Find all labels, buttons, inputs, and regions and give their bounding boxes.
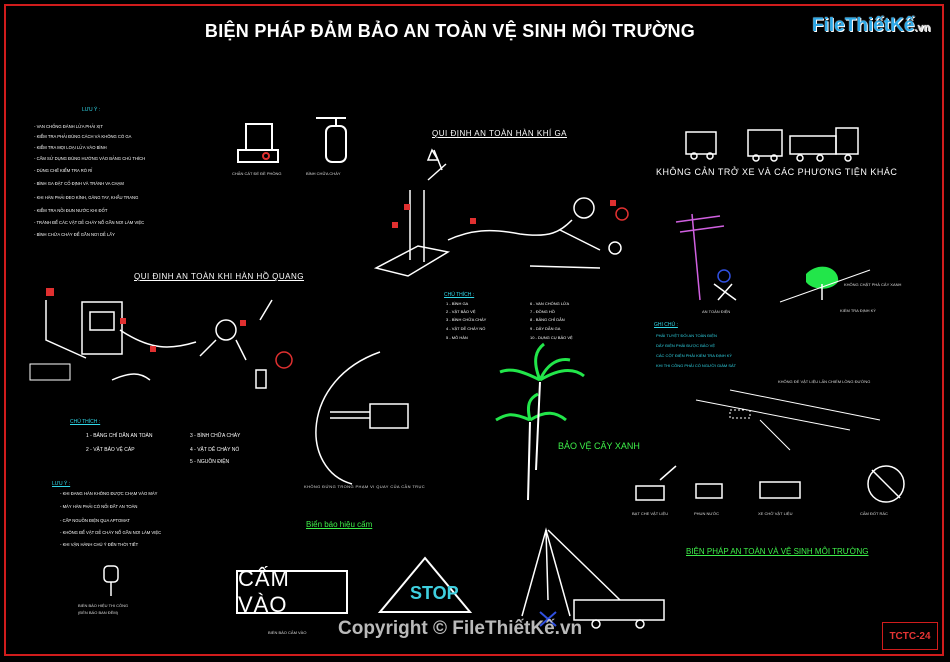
heading-welding-gas: QUI ĐỊNH AN TOÀN HÀN KHÍ GA [432,129,568,138]
legend-item: 7 - ĐỒNG HỒ [530,309,555,314]
list-item: BÌNH CHỮA CHÁY ĐỂ GẦN NƠI DỄ LẤY [34,232,115,237]
sand-bucket-icon [237,123,279,163]
list-item: CẤP NGUỒN ĐIỆN QUA APTOMAT [60,518,130,523]
legend-item: 3 - BÌNH CHỮA CHÁY [190,433,241,439]
list-item: VAN CHỐNG ĐÁNH LỬA PHẢI XỊT [34,124,103,129]
stop-sign-text: STOP [410,583,459,603]
legend-item: 6 - VAN CHỐNG LỬA [530,301,570,306]
arc-sign-box [29,363,71,381]
notes-top-header: LƯU Ý : [82,107,101,113]
stop-sign-triangle [377,556,473,613]
logo-text: FileThiếtKế [812,15,915,36]
env-icons [635,465,905,503]
crane-top-icon [330,403,409,429]
vehicles-icon [685,127,859,162]
palm-tree-icon [495,342,585,422]
traffic-lamp-icon [103,565,119,596]
legend-item: 9 - DÂY DẪN GA [530,326,561,331]
list-item: DÙNG CHẾ KIỂM TRA RÒ RỈ [34,168,93,173]
list-item: KHÔNG ĐỂ VẬT DỄ CHÁY NỔ GẦN NƠI LÀM VIỆC [60,530,162,535]
list-item: PHẢI TUYỆT ĐỐI AN TOÀN ĐIỆN [656,333,717,338]
legend-item: 8 - BẢNG CHỈ DẪN [530,317,565,322]
list-item: KIỂM TRA NỒI ĐUN NƯỚC KHI ĐỐT [34,208,108,213]
palm-trunk [527,381,541,501]
crane-truck-icon [521,527,665,629]
caption-crane-radius: KHÔNG ĐỨNG TRONG PHẠM VI QUAY CỦA CẦN TR… [304,484,426,489]
list-item: TRÁNH ĐỂ CÁC VẬT DỄ CHÁY NỔ GẦN NƠI LÀM … [34,220,144,225]
list-item: BÌNH GA ĐẶT CỐ ĐỊNH VÀ TRÁNH VA CHẠM [34,181,124,186]
caption-lamp-sub: (ĐÈN BÁO BAN ĐÊM) [78,610,119,615]
legend-item: 4 - VẬT DỄ CHÁY NỔ [190,447,240,453]
ghi-chu-header: GHI CHÚ : [654,322,678,328]
legend-item: 2 - VẬT BẢO VỆ [446,309,476,314]
caption-no-entry: BIỂN BÁO CẤM VÀO [268,630,307,635]
heading-env-measures: BIỆN PHÁP AN TOÀN VÀ VỆ SINH MÔI TRƯỜNG [686,547,869,556]
legend-item: 3 - BÌNH CHỮA CHÁY [446,317,487,322]
drawing-code: TCTC-24 [882,622,938,650]
list-item: KHI VẬN HÀNH CHÚ Ý ĐẾN THỜI TIẾT [60,542,139,547]
legend-2-header: CHÚ THÍCH : [444,292,475,298]
legend-item: 5 - NGUỒN ĐIỆN [190,459,230,465]
caption-tree-1: KHÔNG CHẶT PHÁ CÂY XANH [844,282,902,287]
heading-warning-signs: Biển báo hiệu cấm [306,520,373,529]
caption-env-icon: PHUN NƯỚC [694,511,720,516]
legend-1-header: CHÚ THÍCH : [70,419,101,425]
drawing-title: BIỆN PHÁP ĐẢM BẢO AN TOÀN VỆ SINH MÔI TR… [204,21,696,41]
worker-icon [713,269,737,301]
list-item: KIỂM TRA PHẢI ĐÚNG CÁCH VÀ KHÔNG CÓ GA [34,134,132,139]
legend-item: 10 - DỤNG CỤ BẢO VỆ [530,335,573,340]
list-item: DÂY ĐIỆN PHẢI ĐƯỢC BẢO VỆ [656,343,716,348]
copyright-watermark: Copyright © FileThiếtKế.vn [338,618,583,639]
heading-welding-arc: QUI ĐỊNH AN TOÀN KHI HÀN HỒ QUANG [134,272,305,281]
worker-x-icon [539,611,557,627]
legend-item: 1 - BÌNH GA [446,301,469,306]
heading-no-obstruct: KHÔNG CẢN TRỞ XE VÀ CÁC PHƯƠNG TIỆN KHÁC [656,167,898,177]
list-item: MÁY HÀN PHẢI CÓ NỐI ĐẤT AN TOÀN [60,504,138,509]
list-item: CÁC CỘT ĐIỆN PHẢI KIỂM TRA ĐỊNH KỲ [656,353,733,358]
crane-radius-arc [315,351,381,485]
site-logo[interactable]: FileThiếtKế.vn [812,16,930,35]
caption-env-icon: XE CHỞ VẬT LIỆU [758,511,793,516]
gas-welding-scene-icon [373,148,629,277]
gas-welding-markers-icon [392,200,616,228]
list-item: KHI ĐANG HÀN KHÔNG ĐƯỢC CHẠM VÀO MÁY [60,491,158,496]
drawing-frame [4,4,944,656]
caption-env-icon: CẤM ĐỐT RÁC [860,511,888,516]
list-item: KIỂM TRA MỌI LOẠI LỬA VÀO BÌNH [34,145,107,150]
no-entry-sign: CẤM VÀO [236,566,348,617]
legend-item: 1 - BẢNG CHỈ DẪN AN TOÀN [86,433,153,439]
road-diagram-icon [695,389,881,451]
notes-bottom-header: LƯU Ý : [52,481,71,487]
caption-tree-2: KIỂM TRA ĐỊNH KỲ [840,308,876,313]
list-item: CẤM SỬ DỤNG ĐÚNG HƯỚNG VÀO BẢNG CHÚ THÍC… [34,156,146,161]
logo-suffix: .vn [914,22,931,34]
arc-welding-scene-icon [45,299,293,389]
caption-worker: AN TOÀN ĐIỆN [702,309,731,314]
legend-item: 5 - MỎ HÀN [446,335,468,340]
caption-extinguisher: BÌNH CHỮA CHÁY [306,171,341,176]
arc-welding-markers-icon [46,288,246,352]
caption-lamp: BIỂN BÁO HIỆU THI CÔNG [78,603,129,608]
list-item: KHI HÀN PHẢI ĐEO KÍNH, GĂNG TAY, KHẨU TR… [34,195,139,200]
heading-protect-trees: BẢO VỆ CÂY XANH [558,441,640,451]
fire-extinguisher-icon [316,117,347,163]
caption-sand: CHẤN CÁT ĐỂ ĐỀ PHÒNG [232,171,282,176]
power-pole-icon [675,213,725,301]
caption-road-note: KHÔNG ĐỂ VẬT LIỆU LẤN CHIẾM LÒNG ĐƯỜNG [778,379,871,384]
legend-item: 2 - VẬT BẢO VỆ CÁP [86,447,135,453]
caption-env-icon: BẠT CHE VẬT LIỆU [632,511,669,516]
list-item: KHI THI CÔNG PHẢI CÓ NGƯỜI GIÁM SÁT [656,363,737,368]
small-tree-icon [779,266,871,303]
legend-item: 4 - VẬT DỄ CHÁY NỔ [446,326,486,331]
